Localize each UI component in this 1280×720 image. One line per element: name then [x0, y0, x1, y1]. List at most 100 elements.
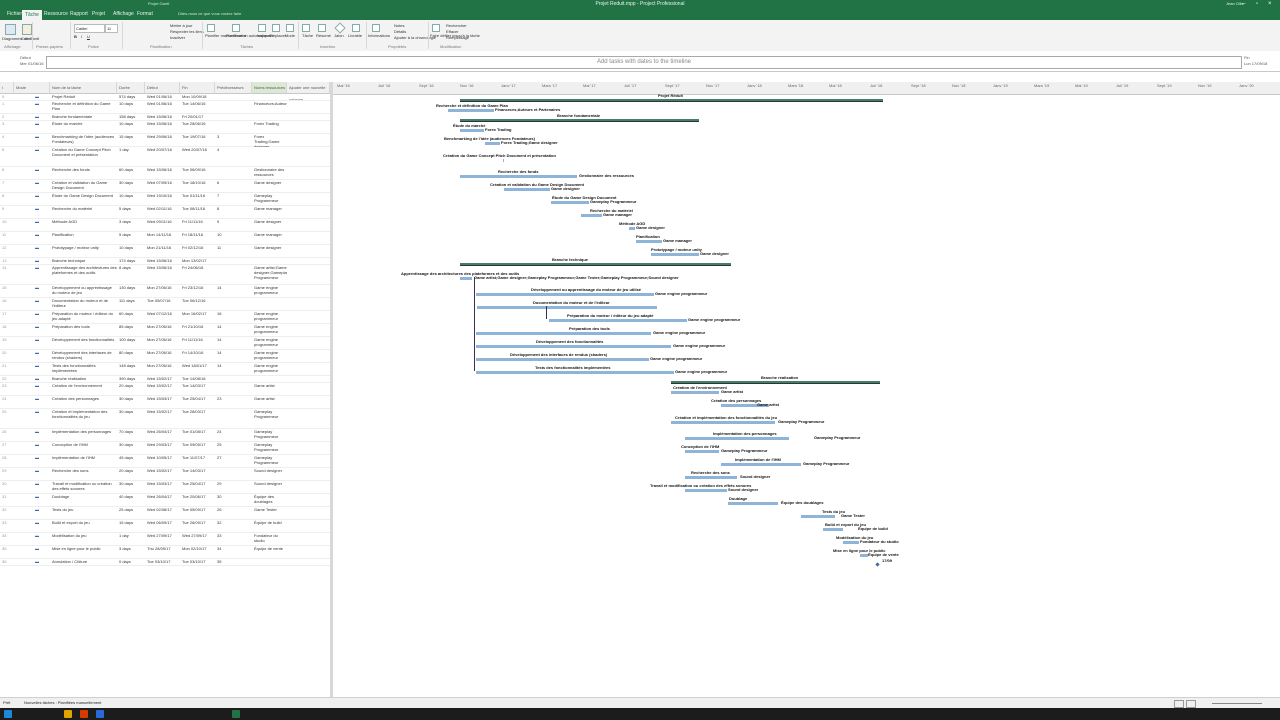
task-bar[interactable] — [860, 554, 868, 557]
task-bar[interactable] — [671, 421, 775, 424]
task-bar[interactable] — [629, 227, 635, 230]
font-name-select[interactable]: Calibri — [74, 24, 105, 33]
task-bar[interactable] — [460, 277, 472, 280]
column-header[interactable]: Prédécesseurs — [215, 82, 252, 94]
summary-icon[interactable] — [318, 24, 326, 32]
view-splitter[interactable] — [330, 82, 333, 697]
bold-icon[interactable]: B — [74, 34, 77, 39]
tab-report[interactable]: Rapport — [70, 11, 88, 17]
task-bar[interactable] — [721, 463, 801, 466]
tab-view[interactable]: Affichage — [113, 11, 134, 17]
tab-task[interactable]: Tâche — [22, 10, 42, 20]
task-bar[interactable] — [671, 391, 719, 394]
inspect-button[interactable]: Inspecter — [257, 33, 274, 38]
column-header[interactable]: Mode — [14, 82, 50, 94]
underline-icon[interactable]: U — [87, 34, 90, 39]
timeline-bar[interactable]: Add tasks with dates to the timeline — [46, 56, 1242, 69]
task-bar[interactable] — [476, 332, 651, 335]
information-icon[interactable] — [372, 24, 380, 32]
task-bar[interactable] — [685, 476, 737, 479]
browser-icon[interactable] — [80, 710, 88, 718]
mode-button[interactable]: Mode — [285, 33, 296, 38]
italic-icon[interactable]: I — [81, 34, 83, 39]
task-bar[interactable] — [685, 489, 727, 492]
task-bar[interactable] — [801, 515, 835, 518]
task-bar[interactable] — [721, 404, 769, 407]
task-bar[interactable] — [551, 201, 589, 204]
column-header[interactable]: Noms ressources — [252, 82, 287, 94]
move-icon[interactable] — [272, 24, 280, 32]
task-icon[interactable] — [302, 24, 310, 32]
milestone-button[interactable]: Jalon — [334, 33, 344, 38]
new-tasks-mode[interactable]: Nouvelles tâches : Planifiées manuelleme… — [24, 700, 102, 705]
auto-schedule-button[interactable]: Planification automatique — [226, 33, 271, 38]
respect-links-button[interactable]: Respecter les liens — [170, 29, 204, 34]
task-bar[interactable] — [823, 528, 843, 531]
paste-button[interactable]: Coller — [21, 36, 32, 41]
task-bar[interactable] — [549, 319, 687, 322]
milestone-icon[interactable] — [334, 22, 346, 34]
task-bar[interactable] — [460, 175, 577, 178]
task-bar[interactable] — [581, 214, 602, 217]
mode-icon[interactable] — [286, 24, 294, 32]
fill-button[interactable]: Remplissage — [446, 35, 470, 40]
scroll-to-task-icon[interactable] — [432, 24, 440, 32]
project-icon[interactable] — [232, 710, 240, 718]
summary-bar[interactable] — [460, 263, 731, 266]
column-header[interactable]: Durée — [117, 82, 145, 94]
task-bar[interactable] — [685, 437, 789, 440]
tab-format[interactable]: Format — [137, 11, 153, 17]
paste-icon[interactable] — [22, 24, 32, 35]
task-bar[interactable] — [685, 450, 719, 453]
tab-file[interactable]: Fichier — [7, 11, 23, 17]
details-button[interactable]: Détails — [394, 29, 407, 34]
column-header[interactable]: Fin — [180, 82, 215, 94]
task-bar[interactable] — [476, 293, 654, 296]
manual-schedule-button[interactable]: Planifier manuellement — [205, 33, 246, 38]
information-button[interactable]: Informations — [368, 33, 391, 38]
task-bar[interactable] — [728, 502, 778, 505]
column-header[interactable]: Nom de la tâche — [50, 82, 117, 94]
deliverable-icon[interactable] — [352, 24, 360, 32]
summary-bar[interactable] — [460, 99, 883, 102]
task-bar[interactable] — [504, 188, 550, 191]
start-icon[interactable] — [4, 710, 12, 718]
column-header[interactable]: Ajouter une nouvelle colonne — [287, 82, 330, 102]
find-button[interactable]: Rechercher — [446, 23, 467, 28]
task-bar[interactable] — [503, 159, 504, 162]
gantt-chart-icon[interactable] — [5, 24, 16, 35]
inspect-icon[interactable] — [258, 24, 266, 32]
update-button[interactable]: Mettre à jour — [170, 23, 193, 28]
minimize-icon[interactable]: – — [1242, 1, 1246, 7]
notes-button[interactable]: Notes — [394, 23, 405, 28]
summary-bar[interactable] — [460, 119, 699, 122]
insert-task-button[interactable]: Tâche — [302, 33, 314, 38]
task-bar[interactable] — [843, 541, 859, 544]
tab-resource[interactable]: Ressource — [44, 11, 68, 17]
font-size-select[interactable]: 11 — [105, 24, 118, 33]
task-bar[interactable] — [448, 109, 494, 112]
